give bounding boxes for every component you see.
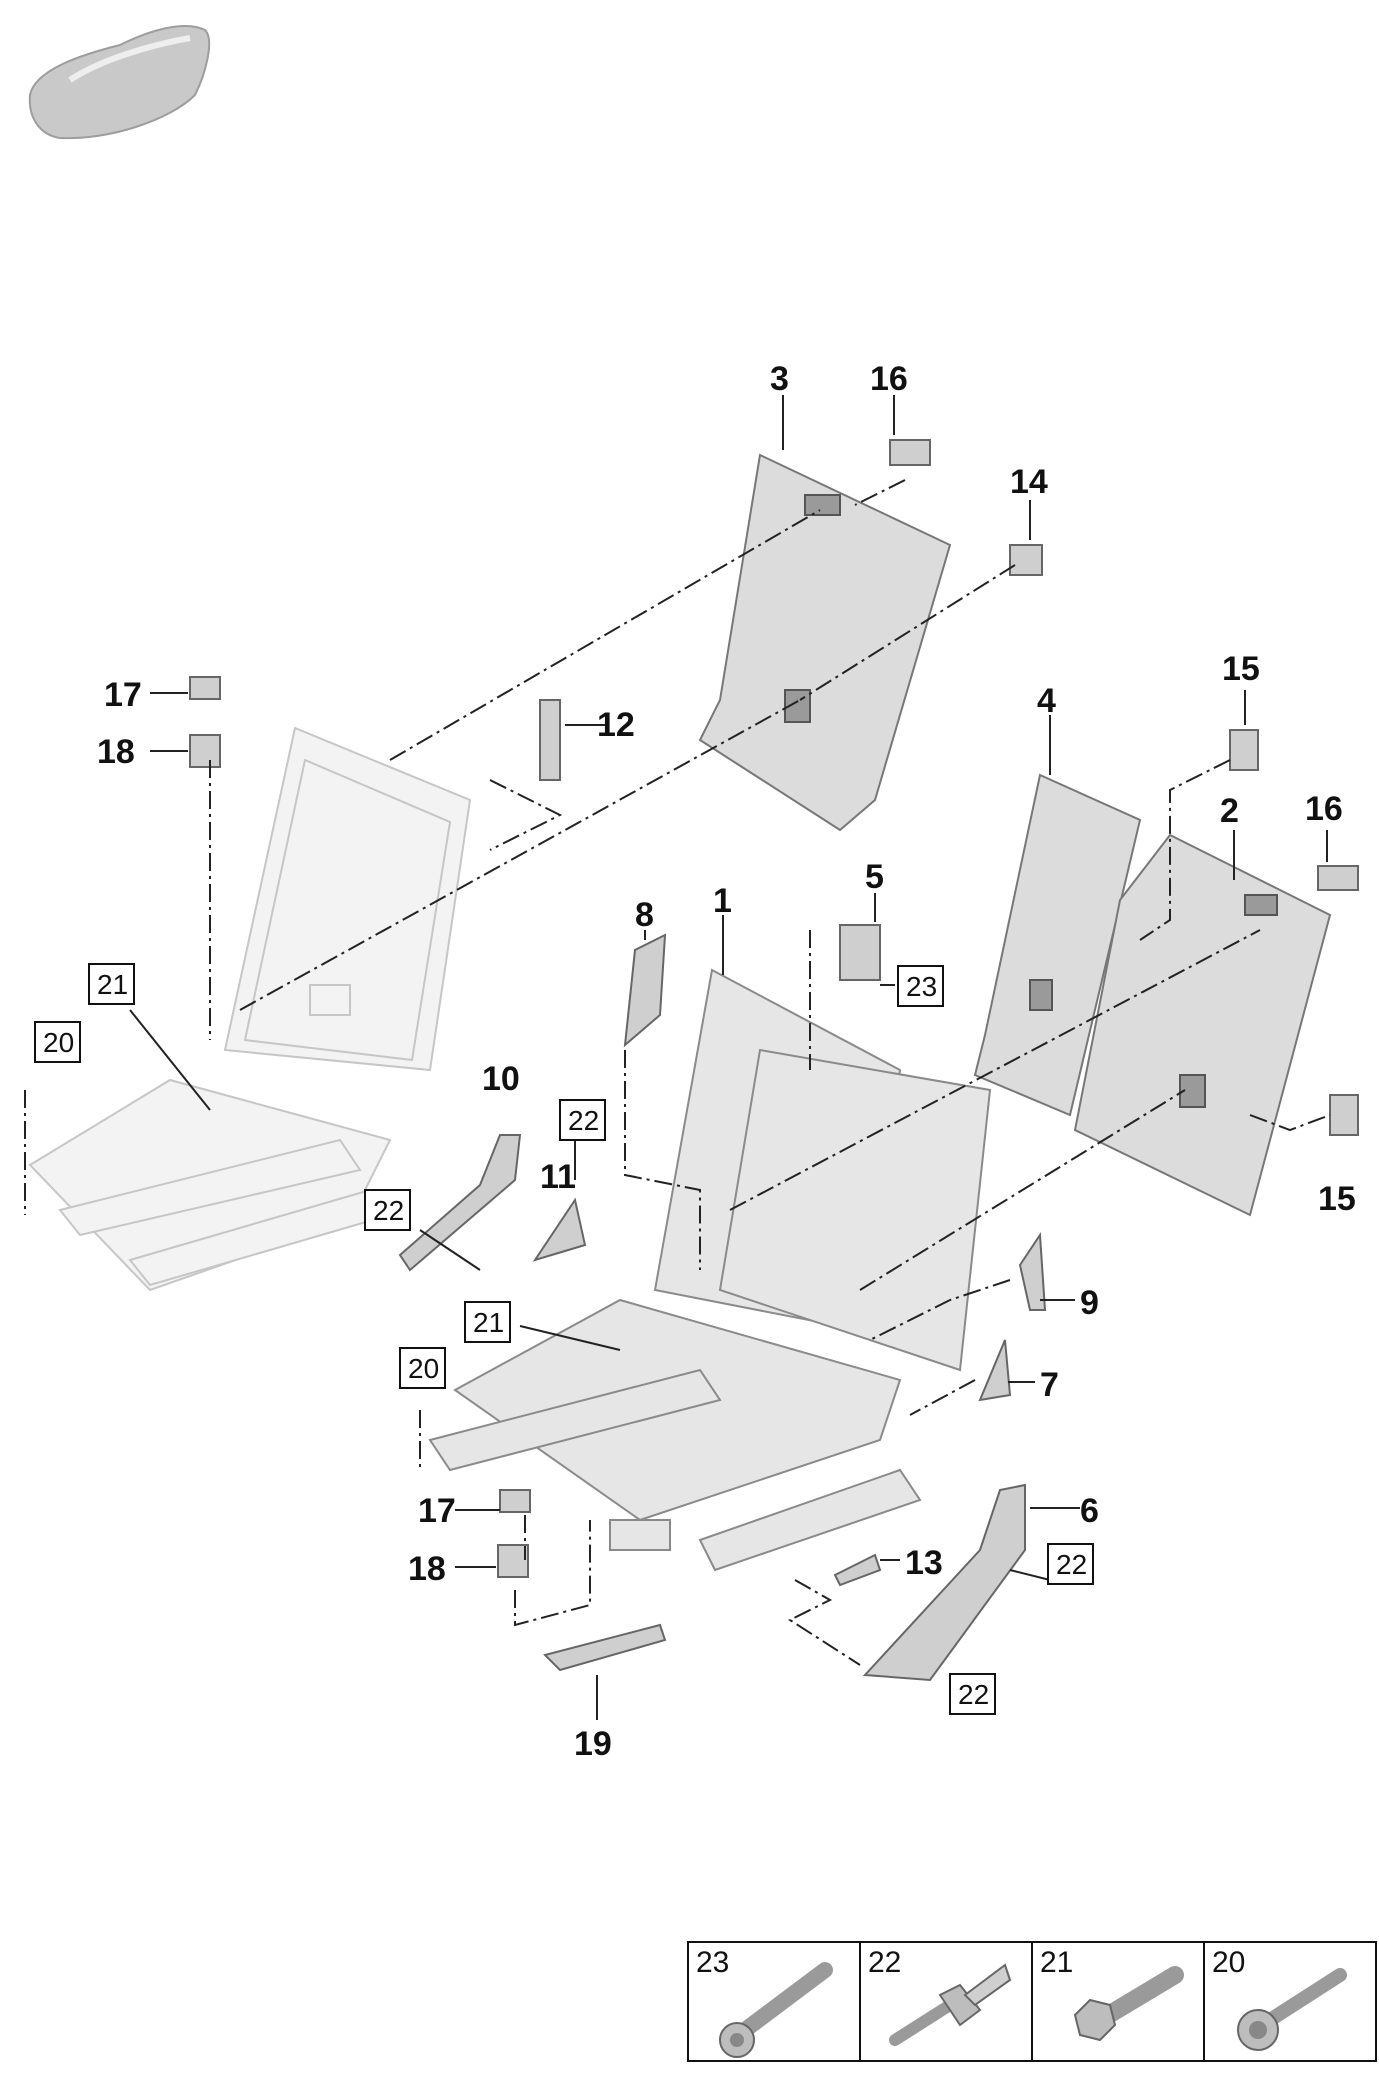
svg-text:22: 22 (868, 1946, 901, 1979)
bolt-icon (719, 1962, 833, 2058)
part-number-13: 13 (905, 1544, 943, 1582)
main-seat-frame (428, 968, 992, 1572)
svg-text:22: 22 (1056, 1549, 1087, 1580)
panel-3-slot-top (804, 494, 841, 516)
panel-4-slot (1029, 979, 1053, 1011)
part-number-17: 17 (418, 1492, 456, 1530)
part-14 (1009, 544, 1043, 576)
ghost-seat-frame (28, 726, 472, 1292)
svg-text:21: 21 (97, 969, 128, 1000)
boxed-number-21: 21 (464, 1301, 511, 1343)
fastener-key-table: 23 22 21 20 (687, 1941, 1377, 2062)
part-number-19: 19 (574, 1725, 612, 1763)
key-cell-21: 21 (1040, 1946, 1184, 2042)
part-17-bottom (499, 1489, 531, 1513)
boxed-number-21: 21 (88, 963, 135, 1005)
part-16-top (889, 439, 931, 466)
hex-bolt-icon (1073, 1966, 1184, 2042)
part-number-8: 8 (635, 896, 654, 934)
panel-3-slot-bottom (784, 689, 811, 723)
backrest-panel-2 (1073, 833, 1332, 1217)
panel-2-slot-top (1244, 894, 1278, 916)
part-number-15: 15 (1222, 650, 1260, 688)
part-number-18: 18 (408, 1550, 446, 1588)
boxed-number-22: 22 (364, 1189, 411, 1231)
boxed-number-20: 20 (399, 1347, 446, 1389)
boxed-number-22: 22 (949, 1673, 996, 1715)
svg-text:20: 20 (408, 1353, 439, 1384)
flange-bolt-icon (1237, 1968, 1347, 2051)
svg-text:23: 23 (696, 1946, 729, 1979)
part-number-4: 4 (1037, 682, 1056, 720)
part-5 (839, 924, 881, 981)
svg-text:20: 20 (43, 1027, 74, 1058)
part-number-17: 17 (104, 676, 142, 714)
part-16-right (1317, 865, 1359, 891)
part-number-5: 5 (865, 858, 884, 896)
part-17-top (189, 676, 221, 700)
part-number-6: 6 (1080, 1492, 1099, 1530)
part-15-bottom (1329, 1094, 1359, 1136)
part-number-10: 10 (482, 1060, 520, 1098)
svg-text:22: 22 (958, 1679, 989, 1710)
part-7 (978, 1339, 1012, 1402)
svg-text:20: 20 (1212, 1946, 1245, 1979)
key-cell-22: 22 (868, 1946, 1012, 2046)
part-6 (862, 1483, 1026, 1682)
assembly-lines (24, 479, 1331, 1666)
part-number-11: 11 (540, 1158, 576, 1196)
key-cell-20: 20 (1212, 1946, 1347, 2051)
part-number-18: 18 (97, 733, 135, 771)
part-number-3: 3 (770, 360, 789, 398)
backrest-panel-4 (973, 773, 1142, 1117)
part-number-9: 9 (1080, 1284, 1099, 1322)
leader-lines (129, 395, 1328, 1720)
svg-text:21: 21 (1040, 1946, 1073, 1979)
part-number-2: 2 (1220, 792, 1239, 830)
part-number-16: 16 (870, 360, 908, 398)
part-number-12: 12 (597, 706, 635, 744)
boxed-number-22: 22 (559, 1099, 606, 1141)
part-number-16: 16 (1305, 790, 1343, 828)
part-12 (539, 699, 561, 781)
svg-text:23: 23 (906, 971, 937, 1002)
car-icon (28, 24, 211, 140)
clip-icon (889, 1963, 1012, 2046)
part-15-top (1229, 729, 1259, 771)
svg-text:22: 22 (373, 1195, 404, 1226)
part-number-1: 1 (713, 882, 732, 920)
boxed-number-23: 23 (897, 965, 944, 1007)
backrest-panel-3 (698, 453, 952, 832)
part-10 (398, 1134, 522, 1272)
part-18-bottom (497, 1544, 529, 1578)
part-number-14: 14 (1010, 463, 1048, 501)
part-13 (833, 1553, 882, 1587)
part-number-7: 7 (1040, 1366, 1059, 1404)
part-11 (532, 1197, 587, 1262)
svg-text:22: 22 (568, 1105, 599, 1136)
part-8 (623, 933, 667, 1048)
boxed-number-22: 22 (1047, 1543, 1094, 1585)
part-number-15: 15 (1318, 1180, 1356, 1218)
svg-text:21: 21 (473, 1307, 504, 1338)
boxed-number-20: 20 (34, 1021, 81, 1063)
part-19 (543, 1623, 667, 1672)
part-18-top (189, 734, 221, 768)
key-cell-23: 23 (696, 1946, 833, 2058)
part-9 (1018, 1231, 1047, 1311)
